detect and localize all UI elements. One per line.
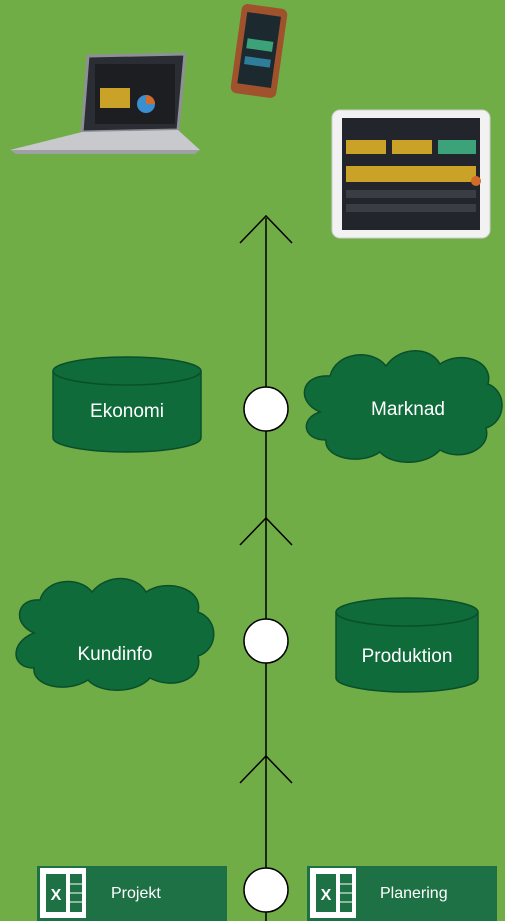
phone-icon: [230, 4, 288, 98]
laptop-icon: [10, 52, 200, 154]
excel-box-planering: X: [307, 866, 497, 921]
svg-text:X: X: [51, 887, 62, 904]
arrowhead-bottom: [239, 754, 293, 784]
svg-text:X: X: [321, 887, 332, 904]
planering-label: Planering: [380, 885, 448, 902]
tablet-icon: [331, 109, 491, 239]
produktion-database: [335, 597, 479, 693]
projekt-label: Projekt: [111, 885, 161, 902]
junction-circle-middle: [243, 618, 289, 664]
junction-circle-upper: [243, 386, 289, 432]
marknad-cloud: [303, 350, 503, 463]
junction-circle-bottom: [243, 867, 289, 913]
ekonomi-database: [52, 356, 202, 453]
arrowhead-middle: [239, 516, 293, 546]
kundinfo-cloud: [15, 577, 215, 691]
excel-box-projekt: X: [37, 866, 227, 921]
arrowhead-top: [239, 214, 293, 244]
